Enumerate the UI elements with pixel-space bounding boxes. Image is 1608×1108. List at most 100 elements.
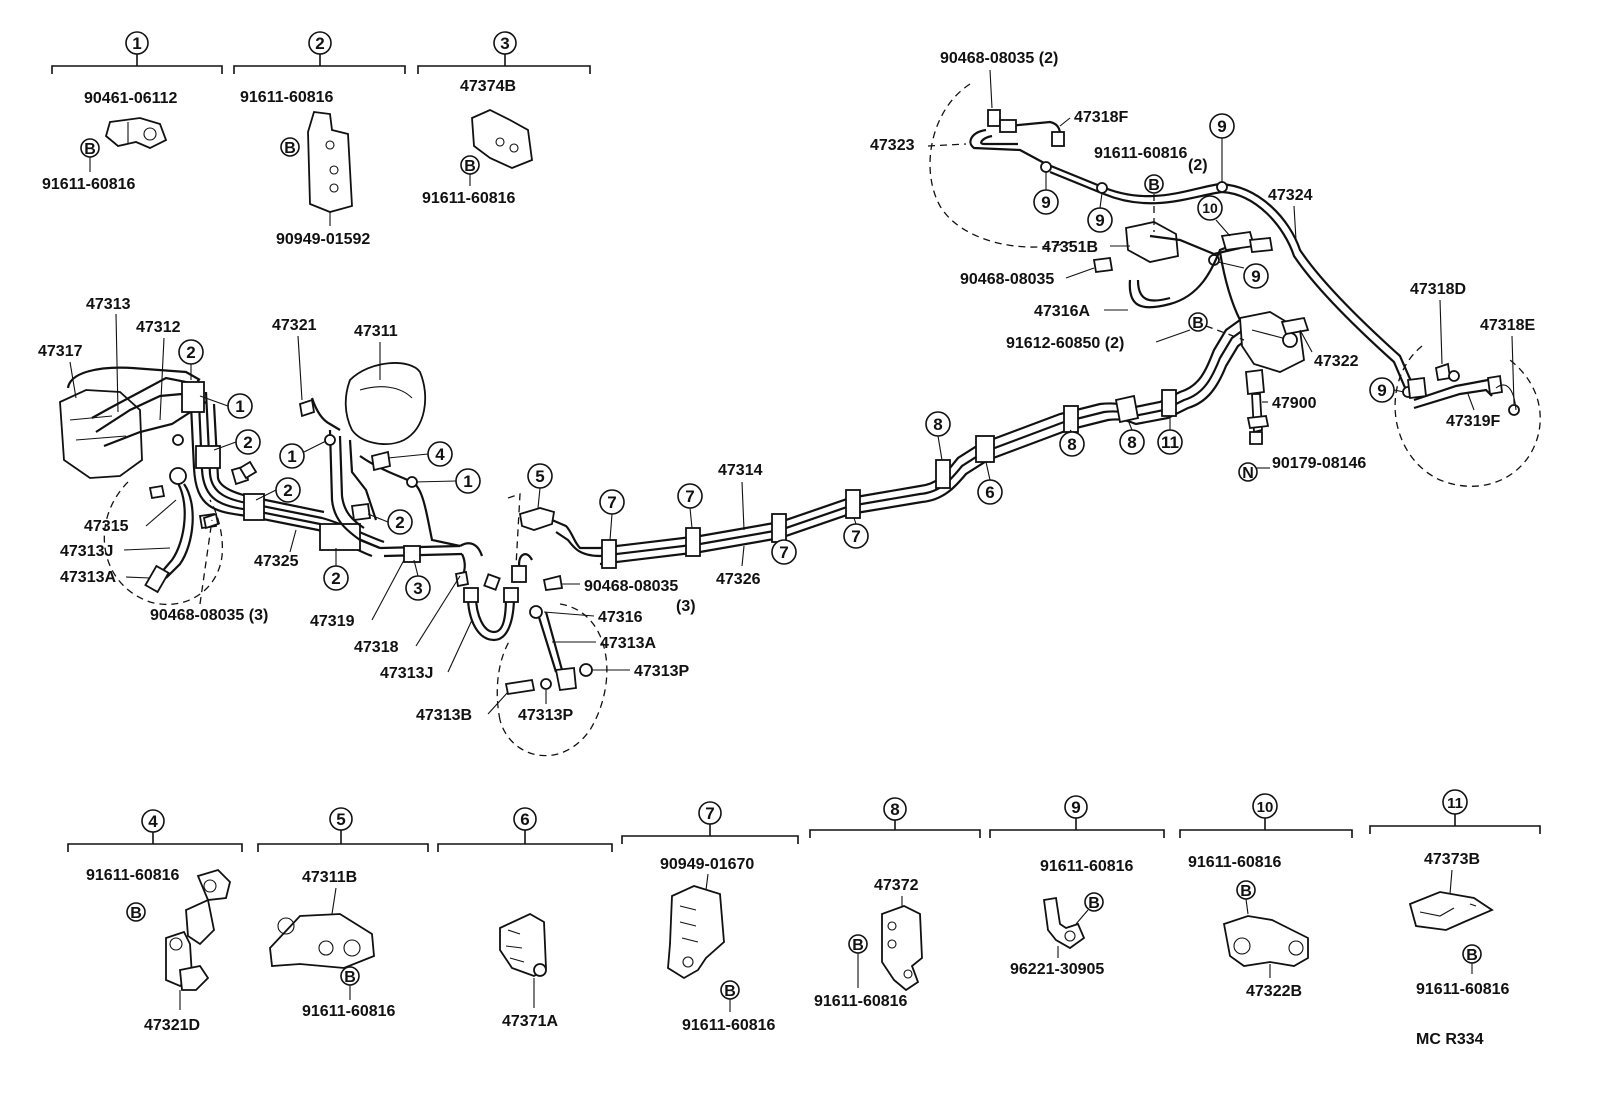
label-90461-06112: 90461-06112 <box>84 90 178 107</box>
group-2: 2 91611-60816 B 90949-01592 <box>233 31 406 248</box>
group-10-number: 10 <box>1257 799 1274 816</box>
label-90468-08035: 90468-08035 (3) <box>150 607 268 624</box>
group-3-number: 3 <box>500 34 509 53</box>
clamp-8 <box>1114 394 1140 424</box>
group-8-number: 8 <box>890 800 899 819</box>
label-47318: 47318 <box>354 639 399 656</box>
callout-9: 9 <box>1377 381 1386 400</box>
label-qty: (2) <box>1188 157 1208 174</box>
fitting-47322B-icon <box>1222 915 1309 967</box>
group-5-number: 5 <box>336 810 345 829</box>
callout-9: 9 <box>1095 211 1104 230</box>
clamp-47372-icon <box>881 905 923 992</box>
label-47326: 47326 <box>716 571 761 588</box>
label-47313A: 47313A <box>600 635 656 652</box>
bracket-47374B-icon <box>471 109 533 169</box>
callout-1: 1 <box>287 447 296 466</box>
callout-8: 8 <box>1067 435 1076 454</box>
label-47373B: 47373B <box>1424 851 1480 868</box>
callout-6: 6 <box>985 483 994 502</box>
clamp-7 <box>685 527 701 557</box>
label-91611-60816: 91611-60816 <box>86 867 180 884</box>
callout-1: 1 <box>235 397 244 416</box>
label-47900: 47900 <box>1272 395 1317 412</box>
label-47371A: 47371A <box>502 1013 558 1030</box>
group-11-number: 11 <box>1447 795 1463 812</box>
callout-2: 2 <box>186 343 195 362</box>
label-91611-60816: 91611-60816 <box>302 1003 396 1020</box>
nut-n-symbol: N <box>1242 465 1254 482</box>
label-47321: 47321 <box>272 317 317 334</box>
callout-11: 11 <box>1161 433 1179 452</box>
clamp-2 <box>181 381 205 413</box>
clamp-90461-06112-icon <box>104 117 168 149</box>
group-1-number: 1 <box>132 34 141 53</box>
callout-8: 8 <box>933 415 942 434</box>
group-6: 6 47371A <box>437 807 613 1030</box>
bolt-b-symbol: B <box>464 158 476 175</box>
clamp-6 <box>975 435 995 463</box>
label-qty: (3) <box>676 598 696 615</box>
clamp-7 <box>845 489 861 519</box>
callout-9: 9 <box>1217 117 1226 136</box>
group-11: 11 47373B B 91611-60816 <box>1369 789 1541 998</box>
label-47318F: 47318F <box>1074 109 1128 126</box>
label-47372: 47372 <box>874 877 919 894</box>
callout-7: 7 <box>851 527 860 546</box>
callout-4: 4 <box>435 445 445 464</box>
callout-2: 2 <box>331 569 340 588</box>
bolt-b-symbol: B <box>1240 883 1252 900</box>
bolt-b-symbol: B <box>1088 895 1100 912</box>
label-47316: 47316 <box>598 609 643 626</box>
label-47351B: 47351B <box>1042 239 1098 256</box>
label-47322: 47322 <box>1314 353 1359 370</box>
group-7-number: 7 <box>705 804 714 823</box>
label-91611-60816: 91611-60816 <box>240 89 334 106</box>
figure-code: MC R334 <box>1416 1031 1484 1048</box>
clamp-3 <box>403 545 421 563</box>
label-90468-08035: 90468-08035 <box>584 578 678 595</box>
label-47324: 47324 <box>1268 187 1313 204</box>
label-91611-60816: 91611-60816 <box>814 993 908 1010</box>
label-91611-60816: 91611-60816 <box>42 176 136 193</box>
label-47319F: 47319F <box>1446 413 1500 430</box>
clamp-2 <box>243 493 265 521</box>
label-47316A: 47316A <box>1034 303 1090 320</box>
label-47313B: 47313B <box>416 707 472 724</box>
group-3: 3 47374B B 91611-60816 <box>417 31 591 207</box>
callout-1: 1 <box>463 472 472 491</box>
bolt-b-symbol: B <box>724 983 736 1000</box>
label-47313P: 47313P <box>634 663 689 680</box>
callout-9: 9 <box>1251 267 1260 286</box>
right-assembly <box>929 83 1541 487</box>
label-47325: 47325 <box>254 553 299 570</box>
bolt-b-symbol: B <box>130 905 142 922</box>
callout-7: 7 <box>685 487 694 506</box>
label-47314: 47314 <box>718 462 763 479</box>
label-47313P: 47313P <box>518 707 573 724</box>
callout-2: 2 <box>243 433 252 452</box>
clamp-47373B-icon <box>1408 891 1494 931</box>
label-47312: 47312 <box>136 319 181 336</box>
label-47311B: 47311B <box>302 869 357 886</box>
callout-9: 9 <box>1041 193 1050 212</box>
callout-3: 3 <box>413 579 422 598</box>
label-47374B: 47374B <box>460 78 516 95</box>
clamp-7 <box>601 539 617 569</box>
clamp-47371A-icon <box>499 912 547 978</box>
group-9: 9 91611-60816 B 96221-30905 <box>989 795 1165 978</box>
label-47321D: 47321D <box>144 1017 200 1034</box>
label-47313: 47313 <box>86 296 131 313</box>
main-brake-lines <box>599 319 1253 569</box>
bolt-b-symbol: B <box>852 937 864 954</box>
group-8: 8 47372 B 91611-60816 <box>809 797 981 1010</box>
bolt-b-symbol: B <box>1466 947 1478 964</box>
right-labels: 90468-08035 (2) 47318F 47323 91611-60816… <box>870 50 1535 472</box>
group-10: 10 91611-60816 B 47322B <box>1179 793 1353 1000</box>
master-cylinder-block <box>59 389 143 479</box>
left-assembly <box>59 362 608 757</box>
clamp-8 <box>1063 405 1079 433</box>
clamp-8 <box>935 459 951 489</box>
label-91612-60850: 91612-60850 (2) <box>1006 335 1124 352</box>
